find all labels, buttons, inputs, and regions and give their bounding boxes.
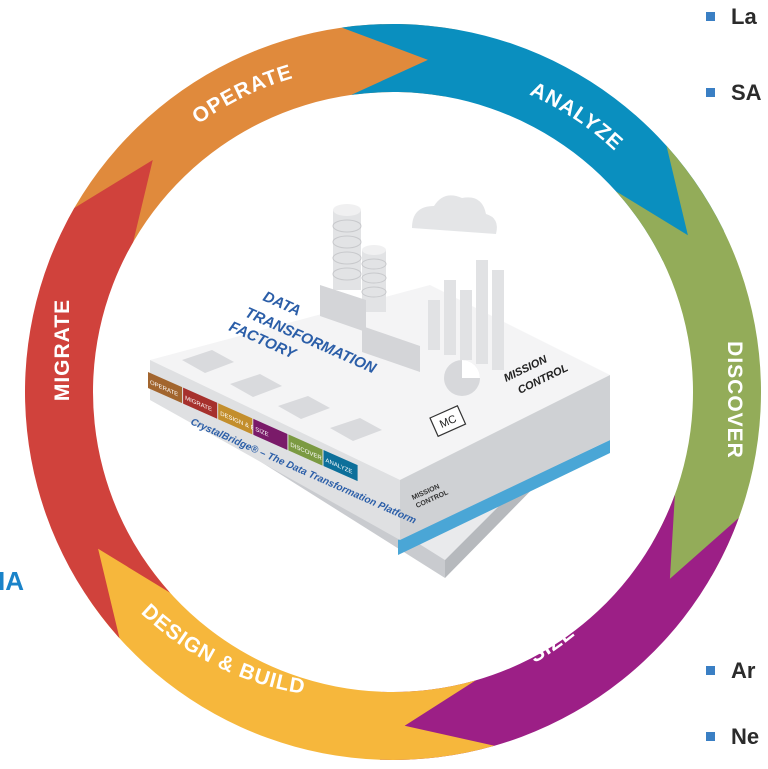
segment-migrate: [25, 159, 171, 639]
mc-badge: MC: [429, 405, 467, 438]
bullet-icon: [706, 87, 715, 97]
left-text-fragment: IA: [0, 566, 24, 596]
segment-analyze: [341, 24, 724, 323]
cloud-icon: [412, 195, 497, 234]
tile-2: [230, 374, 282, 397]
strip-cell: SIZE: [253, 418, 288, 450]
tile-4: [330, 418, 382, 441]
factory-platform-side: [400, 375, 610, 540]
server-box: [320, 285, 366, 332]
segment-label-discover: DISCOVER: [723, 341, 746, 459]
list-item: La: [706, 4, 757, 30]
bullet-icon: [706, 665, 715, 675]
list-item: Ne: [706, 724, 759, 750]
bullet-icon: [706, 11, 715, 21]
tile-3: [278, 396, 330, 419]
database-icon: [332, 204, 362, 290]
pie-slice: [462, 360, 480, 378]
segment-discover: [615, 145, 761, 625]
segment-label-migrate: MIGRATE: [51, 299, 74, 401]
bar-chart-icon: [428, 260, 504, 370]
tile-1: [182, 350, 234, 373]
server-box: [362, 326, 420, 372]
blue-stripe: [398, 440, 610, 555]
list-item: Ar: [706, 658, 755, 684]
list-item: SA: [706, 80, 762, 106]
bullet-icon: [706, 731, 715, 741]
segment-design-build: [79, 506, 495, 761]
